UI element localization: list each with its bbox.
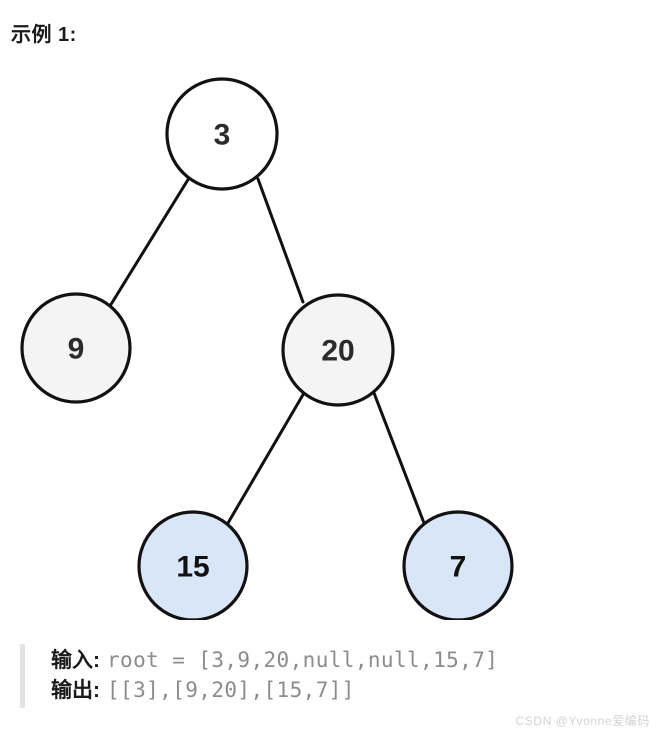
tree-node-15[interactable]: 15 xyxy=(137,510,249,620)
input-label: 输入: xyxy=(51,649,100,672)
tree-node-circle-9 xyxy=(20,292,132,404)
page-title: 示例 1: xyxy=(11,24,77,46)
output-value: [[3],[9,20],[15,7]] xyxy=(107,677,355,702)
tree-node-label-15: 15 xyxy=(176,551,209,584)
output-row: 输出: [[3],[9,20],[15,7]] xyxy=(51,676,640,706)
tree-edge-3-9 xyxy=(108,176,191,308)
tree-node-circle-7 xyxy=(402,510,514,620)
input-row: 输入: root = [3,9,20,null,null,15,7] xyxy=(51,646,640,676)
tree-node-7[interactable]: 7 xyxy=(402,510,514,620)
input-value: root = [3,9,20,null,null,15,7] xyxy=(107,648,499,672)
output-label: 输出: xyxy=(51,678,100,702)
tree-node-label-root: 3 xyxy=(214,119,231,152)
tree-node-circle-15 xyxy=(137,510,249,620)
watermark: CSDN @Yvonne爱编码 xyxy=(515,714,650,728)
example-io-panel: 输入: root = [3,9,20,null,null,15,7] 输出: [… xyxy=(20,644,640,708)
binary-tree-diagram: 3 9 20 15 7 xyxy=(0,60,659,620)
tree-node-circle-root xyxy=(165,77,279,191)
tree-edge-20-15 xyxy=(226,391,306,525)
tree-node-20[interactable]: 20 xyxy=(281,293,395,407)
tree-node-root[interactable]: 3 xyxy=(165,77,279,191)
tree-node-circle-20 xyxy=(281,293,395,407)
tree-node-label-9: 9 xyxy=(68,333,85,366)
tree-node-9[interactable]: 9 xyxy=(20,292,132,404)
tree-edge-20-7 xyxy=(372,391,426,525)
tree-edge-3-20 xyxy=(256,177,305,304)
tree-svg: 3 9 20 15 7 xyxy=(20,77,514,620)
tree-node-label-7: 7 xyxy=(450,551,467,584)
tree-node-label-20: 20 xyxy=(321,335,354,368)
